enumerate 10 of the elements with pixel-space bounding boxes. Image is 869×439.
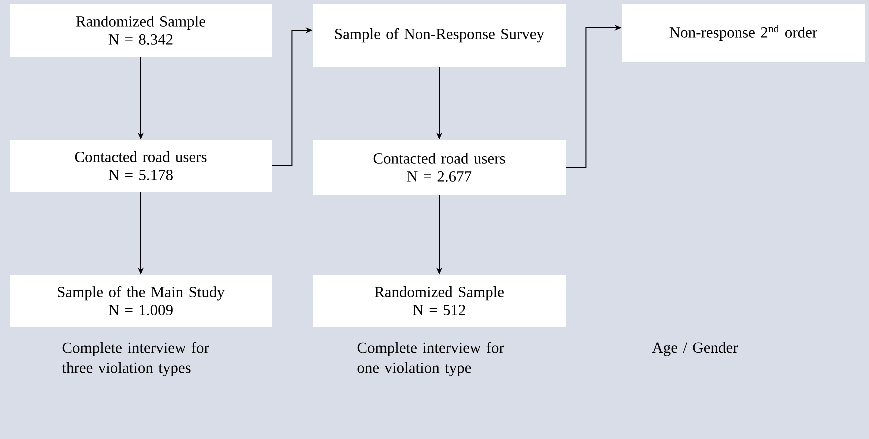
note-text: Complete interview for three violation types bbox=[62, 342, 210, 376]
process-box: Sample of Non-Response Survey bbox=[313, 4, 566, 67]
process-box: Contacted road users N = 2.677 bbox=[313, 140, 566, 195]
process-box: Contacted road users N = 5.178 bbox=[10, 140, 272, 192]
note-text: Age / Gender bbox=[652, 342, 738, 356]
process-box: Non-response 2$^{nd}$ order bbox=[622, 4, 866, 62]
process-box: Randomized Sample N = 8.342 bbox=[10, 4, 272, 57]
process-box: Randomized Sample N = 512 bbox=[313, 275, 566, 327]
note-text: Complete interview for one violation type bbox=[358, 342, 504, 376]
process-box: Sample of the Main Study N = 1.009 bbox=[10, 275, 272, 327]
